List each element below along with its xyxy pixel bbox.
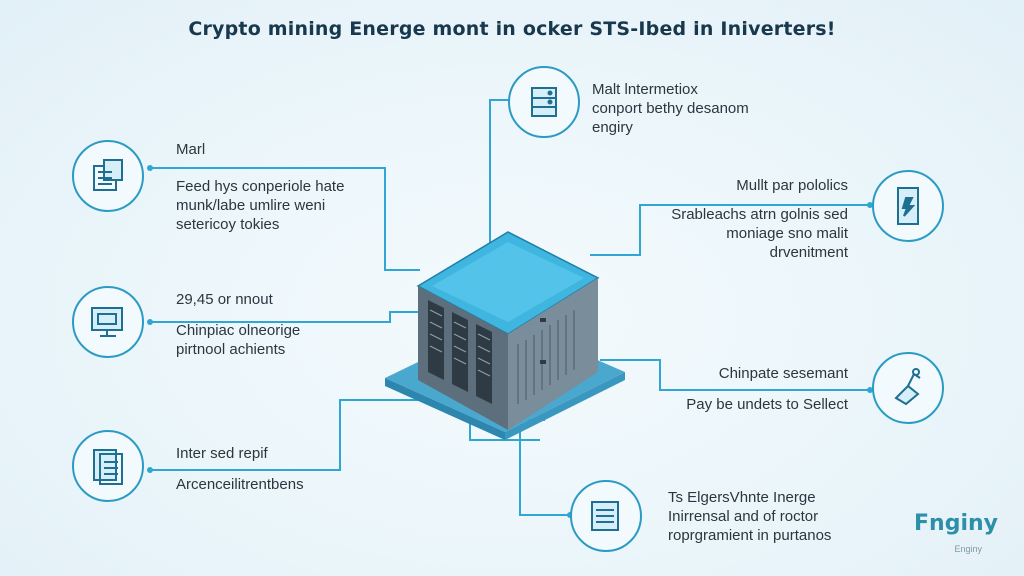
right-block-4-line-2: Inirrensal and of roctor (668, 508, 819, 525)
right-block-3-line-1: Chinpate sesemant (718, 365, 848, 382)
page-title: Crypto mining Energe mont in ocker STS-I… (188, 18, 836, 40)
server-box-icon (508, 66, 580, 138)
left-block-1-line-1: Marl (176, 141, 206, 158)
right-block-2-line-4: drvenitment (769, 244, 848, 261)
left-block-3-line-1: Inter sed repif (176, 445, 268, 462)
files-icon (570, 480, 642, 552)
left-block-3: Inter sed repif Arcenceilitrentbens (176, 444, 304, 494)
right-block-2: Mullt par pololics Srableachs atrn golni… (671, 176, 848, 262)
right-block-2-line-2: Srableachs atrn golnis sed (671, 206, 848, 223)
right-block-1: Malt lntermetiox conport bethy desanom e… (592, 80, 749, 137)
brand-tagline: Enginy (954, 544, 982, 554)
left-block-1-line-4: setericoy tokies (176, 216, 280, 233)
right-block-3: Chinpate sesemant Pay be undets to Selle… (686, 364, 848, 414)
mining-server-illustration (385, 231, 625, 440)
brand-logo: Fnginy (914, 511, 998, 536)
right-block-1-line-2: conport bethy desanom (592, 100, 749, 117)
right-block-2-line-3: moniage sno malit (726, 225, 848, 242)
hand-plug-icon (872, 352, 944, 424)
left-block-3-line-2: Arcenceilitrentbens (176, 476, 304, 493)
left-block-2: 29,45 or nnout Chinpiac olneorige pirtno… (176, 290, 300, 359)
left-block-1: Marl Feed hys conperiole hate munk/labe … (176, 140, 344, 234)
left-block-2-line-3: pirtnool achients (176, 341, 286, 358)
right-block-4-line-3: roprgramient in purtanos (668, 527, 832, 544)
left-block-1-line-3: munk/labe umlire weni (176, 197, 326, 214)
right-block-2-line-1: Mullt par pololics (736, 177, 848, 194)
right-block-1-line-1: Malt lntermetiox (592, 81, 698, 98)
right-block-4: Ts ElgersVhnte Inerge Inirrensal and of … (668, 488, 831, 545)
right-block-1-line-3: engiry (592, 119, 633, 136)
power-unit-icon (872, 170, 944, 242)
right-block-3-line-2: Pay be undets to Sellect (686, 396, 848, 413)
document-stack-icon (72, 430, 144, 502)
right-block-4-line-1: Ts ElgersVhnte Inerge (668, 489, 816, 506)
server-rack-icon (72, 140, 144, 212)
left-block-2-line-1: 29,45 or nnout (176, 291, 273, 308)
monitor-icon (72, 286, 144, 358)
left-block-2-line-2: Chinpiac olneorige (176, 322, 301, 339)
left-block-1-line-2: Feed hys conperiole hate (176, 178, 345, 195)
